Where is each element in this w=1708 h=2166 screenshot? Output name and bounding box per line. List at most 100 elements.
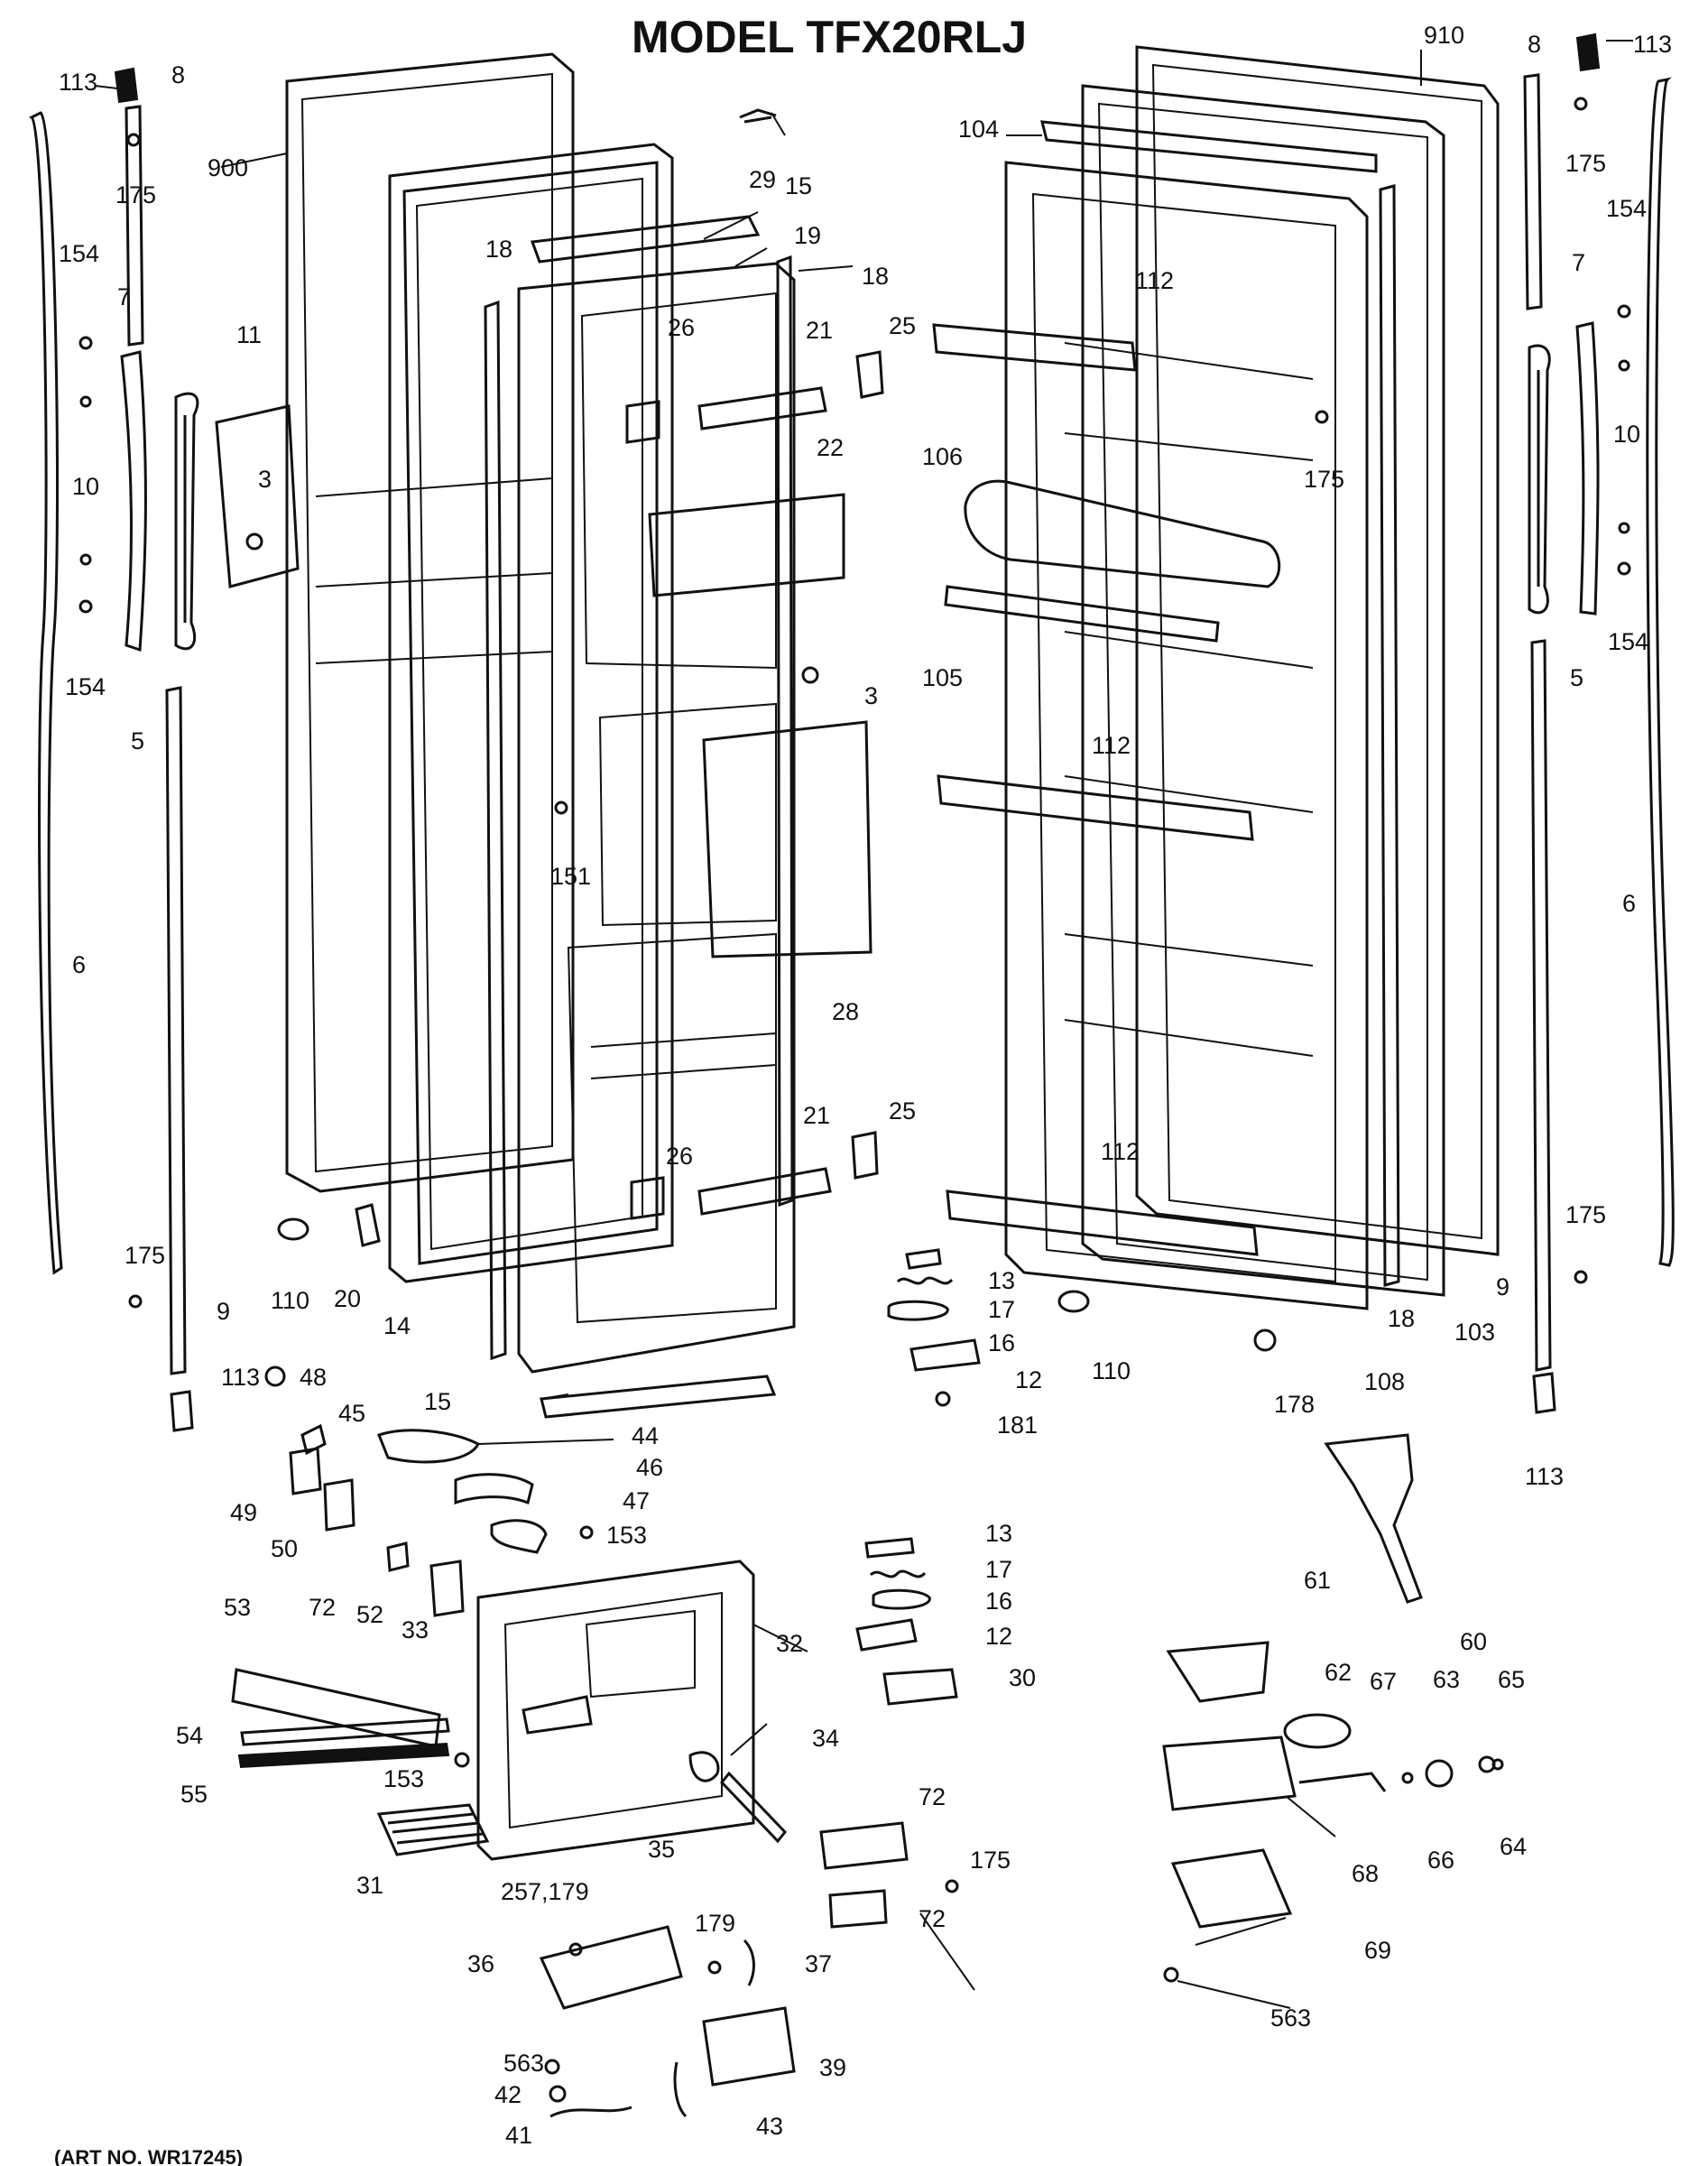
callout-154: 154 <box>59 240 99 267</box>
handle-trim-side-7-right <box>1575 321 1600 616</box>
door-shelf-bar-112-bottom <box>946 1189 1259 1256</box>
callout-66: 66 <box>1427 1847 1454 1874</box>
callout-69: 69 <box>1364 1937 1391 1964</box>
callout-257-179: 257,179 <box>501 1878 589 1905</box>
callout-181: 181 <box>997 1412 1038 1439</box>
callout-6: 6 <box>1622 890 1636 917</box>
callout-72: 72 <box>309 1594 336 1621</box>
wire-37 <box>743 1939 755 1986</box>
callout-106: 106 <box>922 443 963 470</box>
cover-30 <box>882 1668 958 1706</box>
model-title: MODEL TFX20RLJ <box>632 12 1027 62</box>
callout-19: 19 <box>794 222 821 249</box>
callout-62: 62 <box>1325 1659 1352 1686</box>
callout-110: 110 <box>271 1287 309 1314</box>
door-shelf-bar-112-top <box>932 323 1137 372</box>
transformer-39 <box>702 2006 796 2087</box>
screw-175-lower <box>945 1879 959 1893</box>
freezer-outer-door-panel <box>285 52 575 1193</box>
freezer-breaker-strip-right <box>776 255 794 1208</box>
spring-17-upper <box>896 1276 954 1285</box>
callout-112: 112 <box>1092 732 1131 759</box>
callout-9: 9 <box>217 1298 230 1325</box>
screw-153-upper <box>579 1525 594 1540</box>
callout-900: 900 <box>208 154 248 181</box>
callout-113: 113 <box>1633 31 1672 58</box>
callout-3: 3 <box>864 682 878 709</box>
handle-trim-top-right <box>1523 73 1543 310</box>
callout-154: 154 <box>65 673 106 700</box>
callout-48: 48 <box>300 1364 327 1391</box>
fresh-food-outer-door-910 <box>1135 45 1500 1256</box>
handle-trim-bottom-right <box>1530 639 1552 1372</box>
door-shelf-bar-112-mid <box>937 774 1254 841</box>
callout-47: 47 <box>623 1487 650 1514</box>
callout-175: 175 <box>115 181 156 208</box>
callout-21: 21 <box>803 1102 830 1129</box>
clip-part <box>739 108 777 124</box>
freezer-breaker-strip <box>484 300 507 1361</box>
callout-31: 31 <box>356 1872 383 1899</box>
shim-13-lower <box>864 1537 915 1559</box>
callout-9: 9 <box>1496 1273 1510 1301</box>
callout-68: 68 <box>1352 1860 1379 1887</box>
callout-563: 563 <box>503 2050 544 2077</box>
screw-10-upper-right <box>1618 359 1630 372</box>
callout-5: 5 <box>1570 664 1583 691</box>
funnel-61 <box>1166 1641 1269 1703</box>
screw-153-lower <box>454 1752 470 1768</box>
callout-25: 25 <box>889 1097 916 1125</box>
tray-69 <box>1170 1848 1293 1929</box>
callout-32: 32 <box>776 1630 803 1657</box>
part-45 <box>300 1423 327 1456</box>
plug-left <box>245 532 263 551</box>
callout-35: 35 <box>648 1836 675 1863</box>
door-top-cap <box>530 215 761 264</box>
fresh-food-breaker-18 <box>1379 184 1400 1287</box>
screw-175-liner <box>1315 410 1329 424</box>
callout-45: 45 <box>338 1400 365 1427</box>
end-cap-113-top-right <box>1575 32 1601 72</box>
bushing-16-lower <box>872 1588 931 1610</box>
callout-36: 36 <box>467 1950 494 1977</box>
callout-28: 28 <box>832 998 859 1025</box>
bushing-16-upper <box>887 1300 949 1321</box>
screw-10-upper-left <box>79 395 92 408</box>
callout-12: 12 <box>985 1623 1012 1650</box>
callout-14: 14 <box>383 1312 411 1339</box>
callout-72: 72 <box>919 1905 946 1932</box>
callout-5: 5 <box>131 727 144 754</box>
end-cap-113-bottom-right <box>1532 1372 1556 1414</box>
art-number: (ART NO. WR17245) <box>54 2146 243 2166</box>
callout-20: 20 <box>334 1285 361 1312</box>
callout-21: 21 <box>806 317 833 344</box>
lower-shelf-bracket <box>630 1176 665 1220</box>
screw-10-lower-right <box>1618 522 1630 534</box>
callout-13: 13 <box>985 1520 1012 1547</box>
screw-181 <box>935 1391 951 1407</box>
callout-53: 53 <box>224 1594 251 1621</box>
door-cam <box>355 1203 381 1247</box>
leader-lines <box>94 40 1633 2009</box>
top-cap-104 <box>1040 120 1378 173</box>
callout-65: 65 <box>1498 1666 1525 1693</box>
switch-50 <box>323 1478 355 1532</box>
part-47 <box>490 1519 548 1554</box>
callout-154: 154 <box>1608 628 1648 655</box>
callout-30: 30 <box>1009 1664 1036 1691</box>
callout-16: 16 <box>988 1329 1015 1356</box>
handle-trim-side-7-left <box>120 350 147 653</box>
callout-18: 18 <box>862 263 889 290</box>
callout-33: 33 <box>402 1616 429 1643</box>
callout-64: 64 <box>1500 1833 1527 1860</box>
callout-13: 13 <box>988 1267 1015 1294</box>
callout-42: 42 <box>494 2081 522 2108</box>
dispenser-chute-door <box>702 720 872 958</box>
callout-175: 175 <box>1565 150 1606 177</box>
callout-15: 15 <box>424 1388 451 1415</box>
callout-113: 113 <box>221 1364 260 1391</box>
screw-257-179 <box>568 1942 583 1957</box>
door-handle-right <box>1528 344 1551 615</box>
door-handle-left <box>174 392 199 651</box>
